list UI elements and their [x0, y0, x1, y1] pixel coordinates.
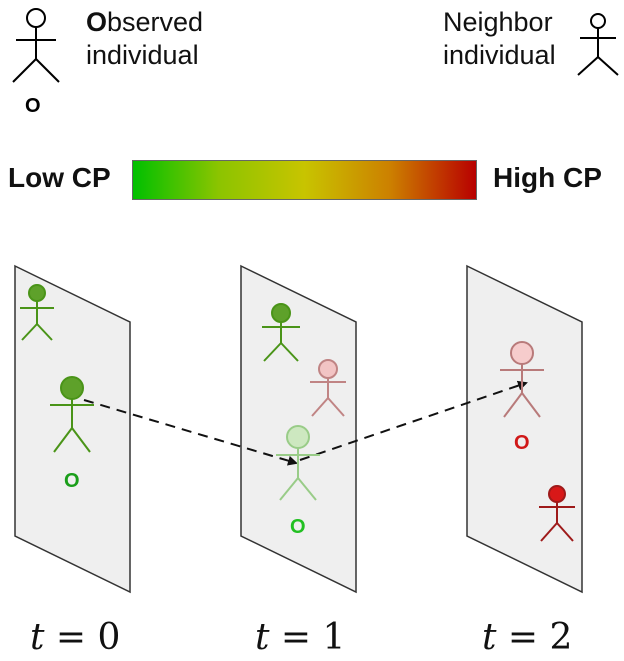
- frame-panel-t2: [466, 264, 583, 594]
- neighbor-figure: [539, 485, 575, 542]
- observed-first-letter: O: [86, 7, 108, 37]
- time-var: t: [482, 617, 497, 658]
- frame-observed-label-t1: O: [290, 516, 306, 538]
- observed-figure: [276, 425, 320, 501]
- neighbor-line2: individual: [443, 40, 556, 70]
- observed-figure: [500, 341, 544, 418]
- neighbor-line1: Neighbor: [443, 7, 553, 37]
- observed-rest: bserved: [107, 7, 204, 37]
- time-eq: = 1: [269, 617, 346, 658]
- low-cp-label: Low CP: [8, 162, 111, 193]
- neighbor-individual-icon: [577, 13, 619, 76]
- timeline-scene: [14, 264, 583, 594]
- neighbor-figure: [310, 359, 346, 417]
- time-eq: = 2: [496, 617, 573, 658]
- time-label-t0: t = 0: [30, 617, 120, 658]
- frame-observed-label-t2: O: [514, 432, 530, 454]
- frame-observed-label-t0: O: [64, 470, 80, 492]
- observed-line2: individual: [86, 40, 199, 70]
- neighbor-figure: [20, 284, 54, 341]
- high-cp-label: High CP: [493, 162, 602, 193]
- time-label-t2: t = 2: [482, 617, 572, 658]
- observed-marker-label: O: [25, 95, 41, 117]
- cp-gradient-bar: [132, 160, 477, 200]
- time-var: t: [255, 617, 270, 658]
- trajectory-arrow-1: [83, 399, 298, 466]
- trajectory-arrow-2: [299, 380, 528, 461]
- time-var: t: [30, 617, 45, 658]
- neighbor-figure: [262, 303, 300, 362]
- observed-legend-text: Observed individual: [86, 6, 203, 72]
- neighbor-legend-text: Neighbor individual: [443, 6, 556, 72]
- observed-figure: [50, 376, 94, 453]
- observed-individual-icon: [12, 8, 60, 83]
- time-eq: = 0: [44, 617, 121, 658]
- time-label-t1: t = 1: [255, 617, 345, 658]
